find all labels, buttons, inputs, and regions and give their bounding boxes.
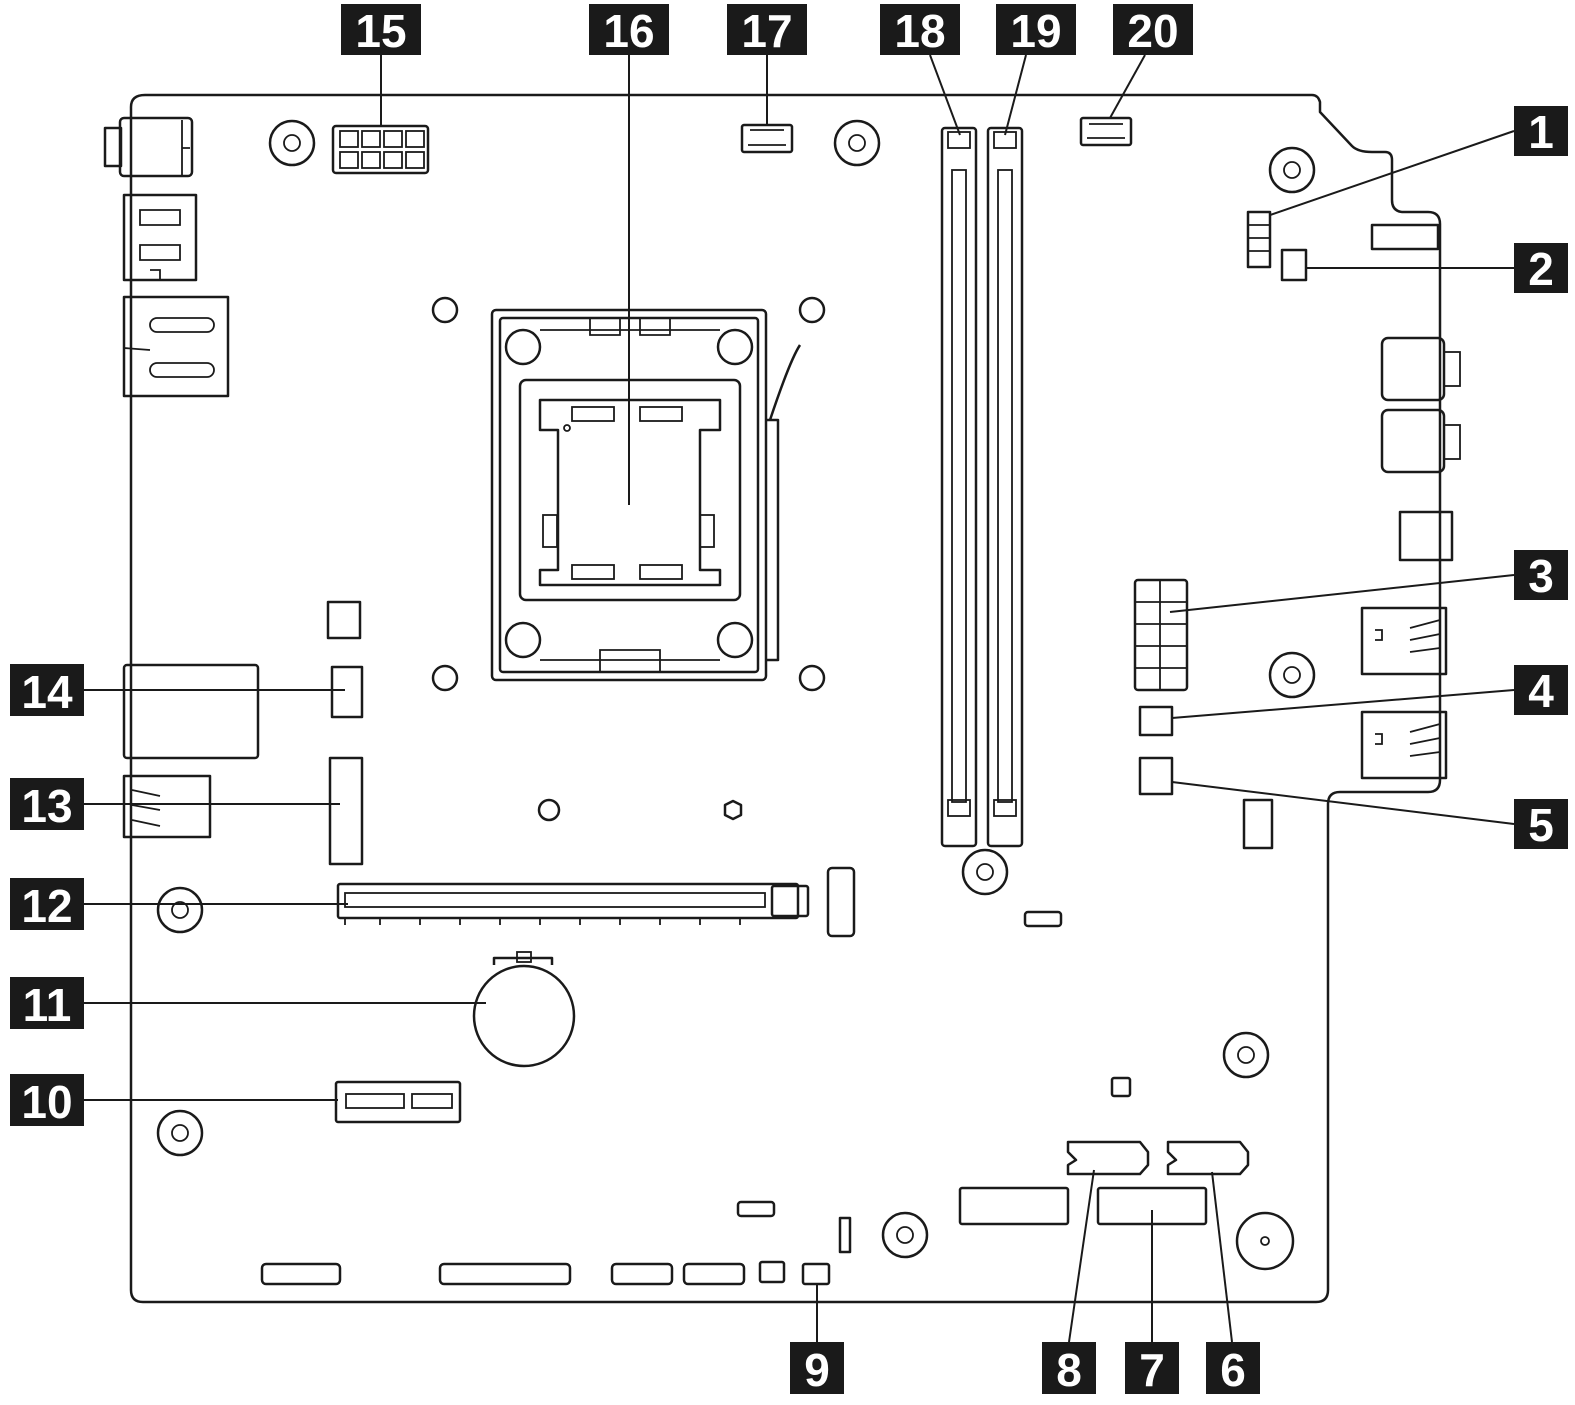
svg-text:15: 15 (355, 5, 406, 57)
callout-11: 11 (10, 977, 84, 1031)
cpu-power-connector (331, 124, 430, 175)
fan-header-top-right (1079, 116, 1133, 147)
callout-14: 14 (10, 664, 84, 718)
callout-17: 17 (727, 4, 807, 57)
callout-1: 1 (1514, 106, 1568, 158)
callout-7: 7 (1125, 1342, 1179, 1396)
callout-12: 12 (10, 878, 84, 932)
svg-text:4: 4 (1528, 665, 1554, 717)
dimm-slots (940, 126, 1024, 848)
svg-text:12: 12 (21, 880, 72, 932)
callout-15: 15 (341, 4, 421, 57)
callout-9: 9 (790, 1342, 844, 1396)
callout-8: 8 (1042, 1342, 1096, 1396)
svg-text:5: 5 (1528, 799, 1554, 851)
svg-text:1: 1 (1528, 106, 1554, 158)
misc-headers (326, 600, 364, 866)
pcie-x16-slot (336, 866, 856, 938)
svg-text:13: 13 (21, 780, 72, 832)
svg-text:17: 17 (741, 5, 792, 57)
svg-text:14: 14 (21, 666, 73, 718)
svg-text:19: 19 (1010, 5, 1061, 57)
callout-4: 4 (1514, 665, 1568, 717)
mounting-standoffs (156, 119, 1316, 1271)
svg-text:2: 2 (1528, 243, 1554, 295)
svg-text:6: 6 (1220, 1344, 1246, 1396)
svg-text:10: 10 (21, 1076, 72, 1128)
svg-text:9: 9 (804, 1344, 830, 1396)
svg-text:8: 8 (1056, 1344, 1082, 1396)
svg-text:20: 20 (1127, 5, 1178, 57)
callout-16: 16 (589, 4, 669, 57)
fan-header-top-left (740, 123, 794, 154)
callout-13: 13 (10, 778, 84, 832)
svg-text:16: 16 (603, 5, 654, 57)
callout-6: 6 (1206, 1342, 1260, 1396)
rear-io-ports (103, 116, 260, 839)
cpu-socket (490, 308, 802, 682)
svg-text:18: 18 (894, 5, 945, 57)
callout-19: 19 (996, 4, 1076, 57)
pcie-x1-slot (334, 1080, 462, 1124)
board-outline (129, 93, 1442, 1304)
right-side-components (1023, 210, 1461, 1098)
bottom-headers (260, 1200, 852, 1286)
callout-5: 5 (1514, 799, 1568, 851)
svg-text:3: 3 (1528, 550, 1554, 602)
cmos-battery (472, 951, 576, 1068)
m2-connectors (958, 1186, 1208, 1226)
svg-text:7: 7 (1139, 1344, 1165, 1396)
leader-lines (84, 54, 1515, 1343)
callout-10: 10 (10, 1074, 84, 1128)
callout-3: 3 (1514, 550, 1568, 602)
callout-18: 18 (880, 4, 960, 57)
callout-2: 2 (1514, 243, 1568, 295)
svg-text:11: 11 (23, 979, 72, 1031)
callout-20: 20 (1113, 4, 1193, 57)
sata-connectors (1066, 1140, 1250, 1176)
